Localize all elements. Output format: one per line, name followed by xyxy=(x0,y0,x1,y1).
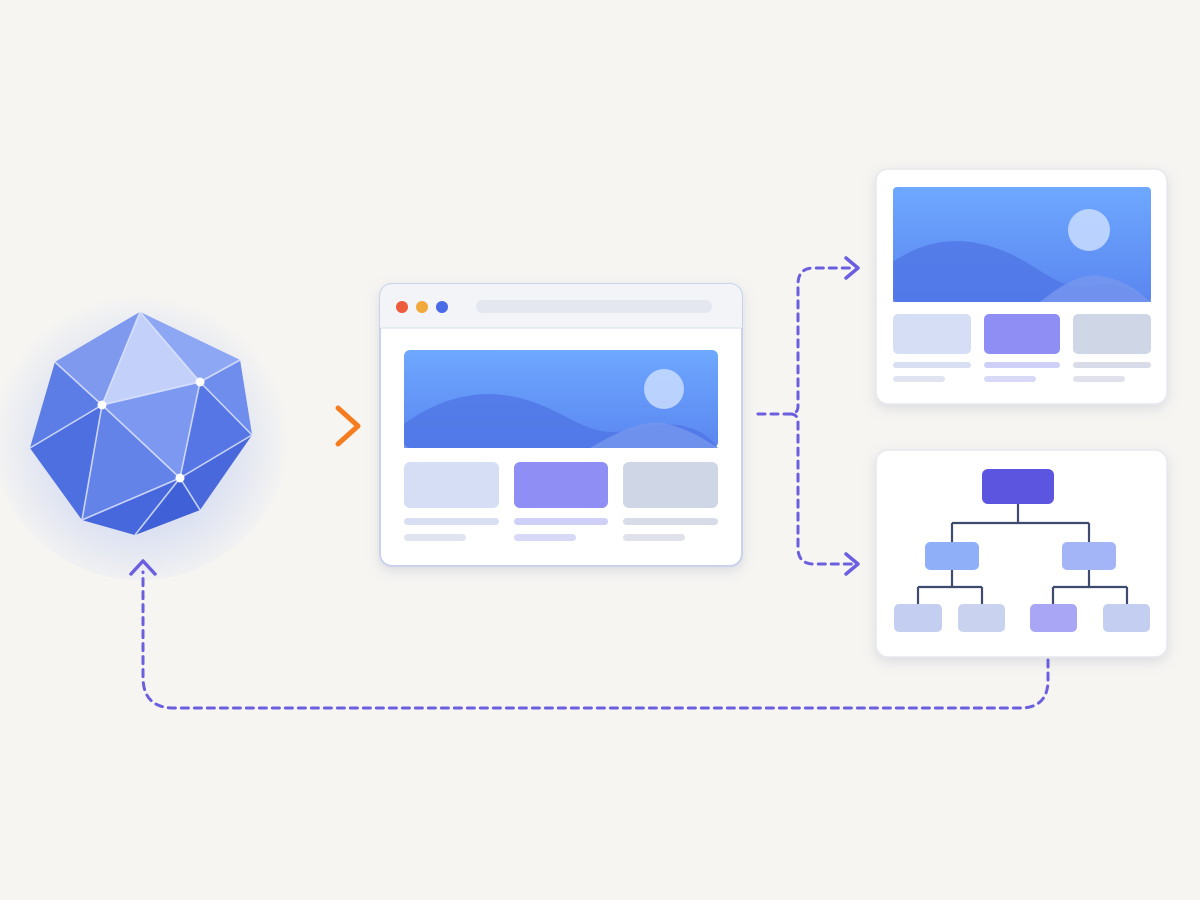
browser-window-content xyxy=(380,284,742,541)
tree-leaf-node xyxy=(894,604,942,632)
hero-image xyxy=(404,350,718,448)
feedback-loop-connector xyxy=(141,570,1050,710)
tree-leaf-node xyxy=(1030,604,1077,632)
content-card xyxy=(404,462,499,508)
window-maximize-dot xyxy=(436,301,448,313)
address-bar xyxy=(476,300,712,313)
tree-branch-node xyxy=(1062,542,1116,570)
tree-leaf-node xyxy=(1103,604,1150,632)
feedback-arrowhead xyxy=(129,559,157,576)
content-card-highlight xyxy=(514,462,608,508)
content-card xyxy=(623,462,718,508)
tree-diagram-content xyxy=(894,469,1150,632)
window-close-dot xyxy=(396,301,408,313)
image-card-content xyxy=(893,187,1151,382)
geodesic-gem-icon xyxy=(0,280,290,580)
tree-leaf-node xyxy=(958,604,1005,632)
branch-arrowheads xyxy=(844,256,860,576)
forward-arrow xyxy=(271,405,361,447)
tree-branch-node xyxy=(925,542,979,570)
tree-root-node xyxy=(982,469,1054,504)
window-minimize-dot xyxy=(416,301,428,313)
tree-diagram-icon xyxy=(875,449,1168,658)
branch-connector xyxy=(756,266,854,566)
